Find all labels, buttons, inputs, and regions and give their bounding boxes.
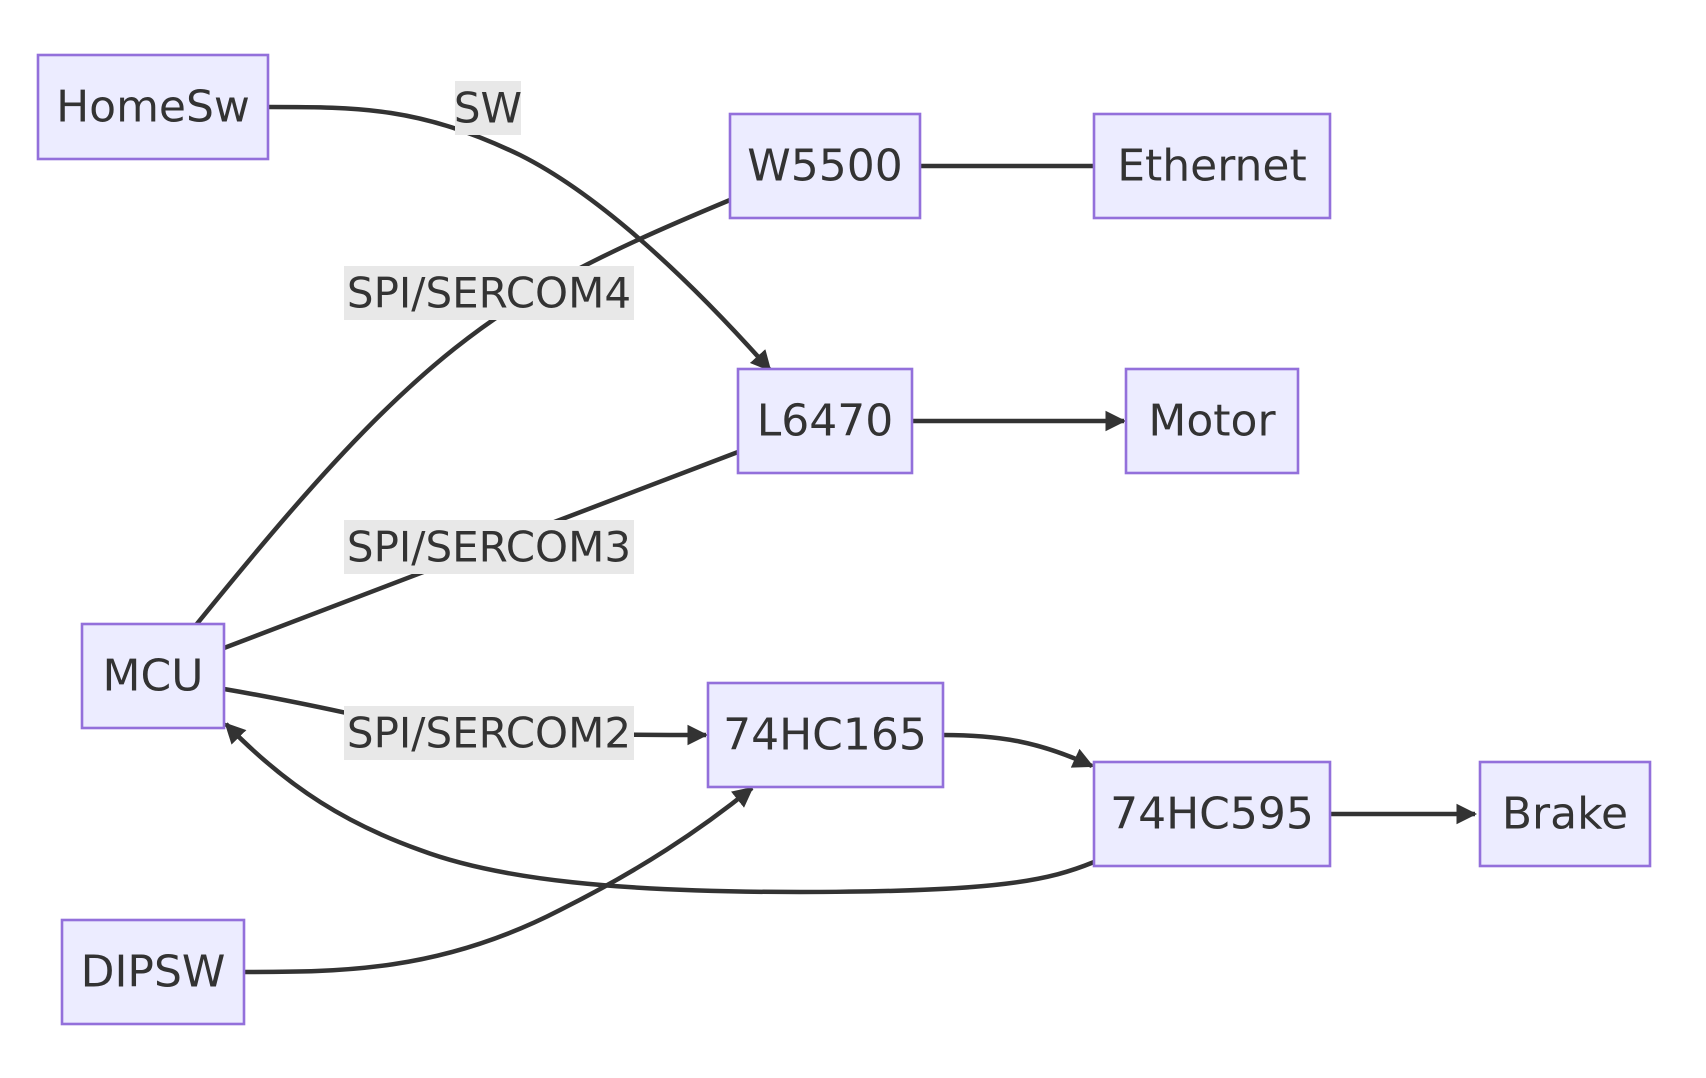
edge-label-spi2: SPI/SERCOM2 xyxy=(344,706,634,760)
node-w5500-label: W5500 xyxy=(747,141,902,192)
node-homesw-label: HomeSw xyxy=(56,82,250,133)
node-l6470[interactable]: L6470 xyxy=(736,367,914,475)
edge-label-sw: SW xyxy=(454,81,522,135)
edge-label-spi4: SPI/SERCOM4 xyxy=(344,266,634,320)
node-w5500[interactable]: W5500 xyxy=(728,112,922,220)
edge-label-sw-text: SW xyxy=(454,84,522,133)
node-motor[interactable]: Motor xyxy=(1124,367,1300,475)
node-brake[interactable]: Brake xyxy=(1478,760,1652,868)
node-homesw[interactable]: HomeSw xyxy=(36,53,270,161)
node-motor-label: Motor xyxy=(1148,396,1276,447)
edge-74hc165-to-74hc595 xyxy=(942,732,1094,769)
node-dipsw-label: DIPSW xyxy=(81,947,226,998)
edge-label-spi3: SPI/SERCOM3 xyxy=(344,520,634,574)
node-brake-label: Brake xyxy=(1502,789,1628,840)
node-74hc165[interactable]: 74HC165 xyxy=(706,681,945,789)
edge-labels: SW SPI/SERCOM4 SPI/SERCOM3 SPI/SERCOM2 xyxy=(344,81,634,760)
edge-dipsw-to-74hc165 xyxy=(243,786,754,975)
edge-label-spi4-text: SPI/SERCOM4 xyxy=(347,269,631,318)
edge-label-spi2-text: SPI/SERCOM2 xyxy=(347,709,631,758)
edge-homesw-to-l6470 xyxy=(267,104,772,372)
node-l6470-label: L6470 xyxy=(757,396,894,447)
node-ethernet-label: Ethernet xyxy=(1117,141,1307,192)
node-74hc165-label: 74HC165 xyxy=(723,710,927,761)
node-mcu-label: MCU xyxy=(103,651,204,702)
node-mcu[interactable]: MCU xyxy=(80,622,226,730)
node-ethernet[interactable]: Ethernet xyxy=(1092,112,1332,220)
edge-label-spi3-text: SPI/SERCOM3 xyxy=(347,523,631,572)
edge-74hc595-to-mcu xyxy=(224,722,1095,895)
node-dipsw[interactable]: DIPSW xyxy=(60,918,246,1026)
node-74hc595[interactable]: 74HC595 xyxy=(1092,760,1332,868)
nodes: HomeSw W5500 Ethernet L6470 Motor MCU 74… xyxy=(36,53,1652,1026)
node-74hc595-label: 74HC595 xyxy=(1110,789,1314,840)
